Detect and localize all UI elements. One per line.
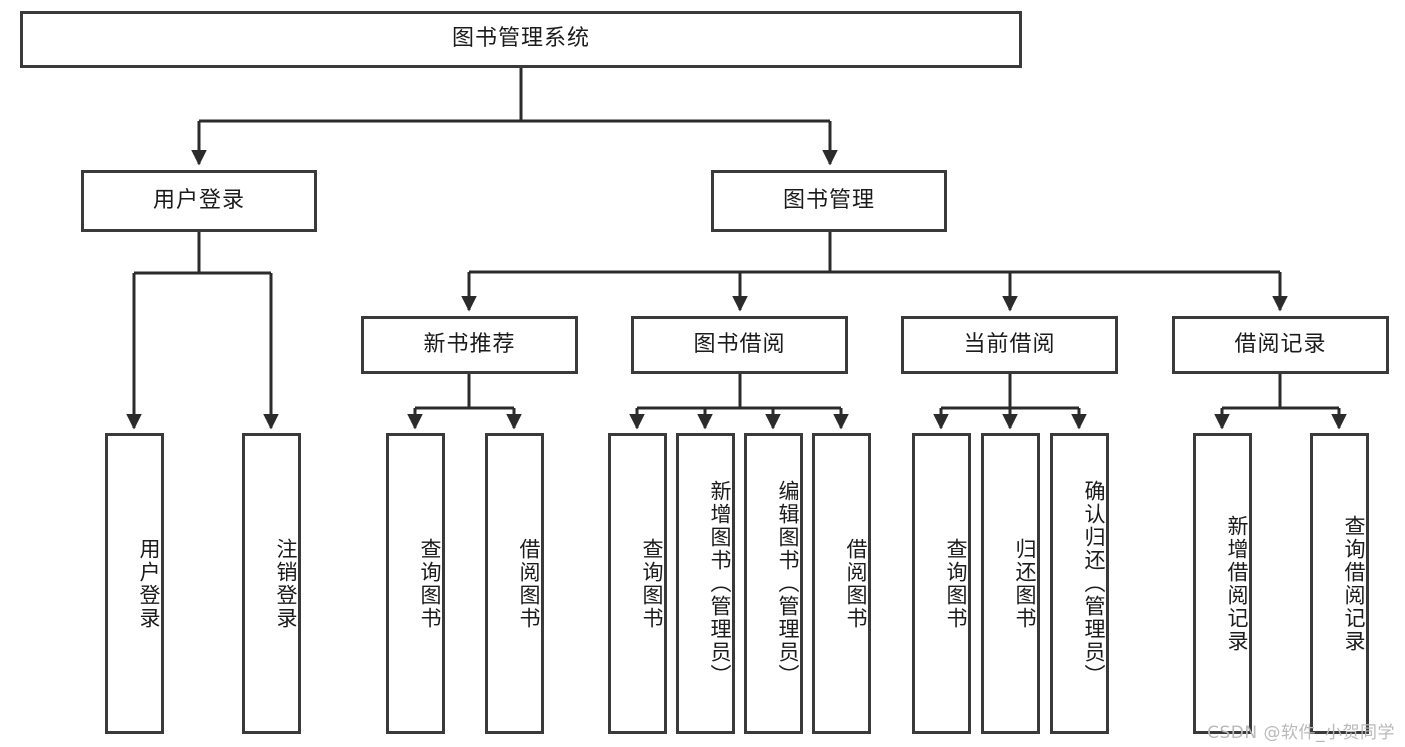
leaf-book-borrow-4[interactable]: 借阅图书	[812, 433, 871, 734]
leaf-borrow-record-2-label: 查询借阅记录	[1342, 514, 1366, 653]
node-current-borrow-label: 当前借阅	[963, 331, 1056, 357]
node-root[interactable]: 图书管理系统	[20, 11, 1022, 68]
node-borrow-record-label: 借阅记录	[1234, 331, 1327, 357]
leaf-current-borrow-2[interactable]: 归还图书	[981, 433, 1040, 734]
node-borrow-record[interactable]: 借阅记录	[1172, 316, 1389, 374]
leaf-new-book-2[interactable]: 借阅图书	[485, 433, 544, 734]
leaf-user-login-2-label: 注销登录	[274, 537, 298, 630]
leaf-book-borrow-3[interactable]: 编辑图书（管理员）	[744, 433, 803, 734]
leaf-user-login-1-label: 用户登录	[137, 537, 161, 630]
leaf-current-borrow-1-label: 查询图书	[944, 537, 968, 630]
leaf-new-book-1[interactable]: 查询图书	[386, 433, 445, 734]
leaf-book-borrow-2[interactable]: 新增图书（管理员）	[676, 433, 735, 734]
leaf-user-login-1[interactable]: 用户登录	[105, 433, 164, 734]
leaf-current-borrow-3[interactable]: 确认归还（管理员）	[1050, 433, 1109, 734]
leaf-current-borrow-2-label: 归还图书	[1013, 537, 1037, 630]
node-book-manage[interactable]: 图书管理	[711, 170, 947, 232]
leaf-book-borrow-4-label: 借阅图书	[844, 537, 868, 630]
node-book-manage-label: 图书管理	[782, 187, 875, 213]
node-new-book-recommend-label: 新书推荐	[423, 331, 516, 357]
node-new-book-recommend[interactable]: 新书推荐	[361, 316, 578, 374]
node-root-label: 图书管理系统	[451, 26, 590, 52]
leaf-new-book-2-label: 借阅图书	[517, 537, 541, 630]
leaf-borrow-record-1[interactable]: 新增借阅记录	[1193, 433, 1252, 734]
node-current-borrow[interactable]: 当前借阅	[901, 316, 1118, 374]
leaf-book-borrow-3-label: 编辑图书（管理员）	[776, 480, 800, 687]
leaf-current-borrow-3-label: 确认归还（管理员）	[1082, 480, 1106, 687]
node-user-login[interactable]: 用户登录	[81, 170, 317, 232]
leaf-borrow-record-1-label: 新增借阅记录	[1225, 514, 1249, 653]
csdn-watermark: CSDN @软件_小贺同学	[1207, 723, 1395, 743]
node-book-borrow-label: 图书借阅	[693, 331, 786, 357]
leaf-book-borrow-2-label: 新增图书（管理员）	[708, 480, 732, 687]
leaf-book-borrow-1-label: 查询图书	[640, 537, 664, 630]
node-book-borrow[interactable]: 图书借阅	[631, 316, 848, 374]
leaf-current-borrow-1[interactable]: 查询图书	[912, 433, 971, 734]
leaf-book-borrow-1[interactable]: 查询图书	[608, 433, 667, 734]
node-user-login-label: 用户登录	[152, 187, 245, 213]
leaf-user-login-2[interactable]: 注销登录	[242, 433, 301, 734]
leaf-borrow-record-2[interactable]: 查询借阅记录	[1310, 433, 1369, 734]
leaf-new-book-1-label: 查询图书	[418, 537, 442, 630]
